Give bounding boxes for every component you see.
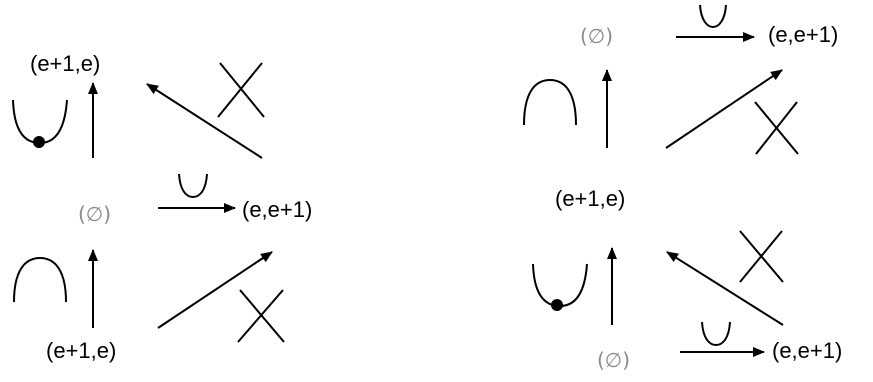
left-arrow-bottom-to-right bbox=[157, 251, 273, 329]
left-arrow-right-to-top bbox=[146, 83, 263, 159]
right-bottom-cross-icon bbox=[739, 230, 784, 283]
left-bottom-node-label: (e+1,e) bbox=[46, 338, 116, 363]
right-arrow-center-to-top-right bbox=[665, 69, 783, 149]
right-center-node-label: (e+1,e) bbox=[555, 186, 625, 211]
left-bottom-cross-icon bbox=[237, 289, 285, 343]
left-right-node-label: (e,e+1) bbox=[242, 197, 312, 222]
right-top-right-node-label: (e,e+1) bbox=[768, 22, 838, 47]
right-top-cup-icon bbox=[699, 4, 727, 29]
right-cup-dot-icon bbox=[551, 299, 563, 311]
right-dotted-cup-icon bbox=[532, 263, 588, 308]
left-top-cross-icon bbox=[217, 62, 265, 118]
left-cap-icon bbox=[13, 256, 67, 303]
left-diagram: (e+1,e) (∅) (e,e+1) (e+1,e) bbox=[12, 51, 312, 363]
right-cap-icon bbox=[523, 78, 577, 126]
right-arrow-bottom-right-to-center bbox=[666, 251, 784, 326]
right-bottom-empty-label: (∅) bbox=[597, 348, 630, 372]
left-middle-empty-label: (∅) bbox=[78, 202, 111, 226]
right-bottom-right-node-label: (e,e+1) bbox=[772, 338, 842, 363]
left-top-node-label: (e+1,e) bbox=[30, 51, 100, 76]
right-top-cross-icon bbox=[754, 101, 799, 155]
right-top-empty-label: (∅) bbox=[580, 24, 613, 48]
right-diagram: (∅) (e,e+1) (e+1,e) (∅) (e,e+1) bbox=[523, 4, 842, 372]
left-cup-dot-icon bbox=[33, 136, 45, 148]
right-bottom-cup-icon bbox=[701, 321, 731, 347]
left-cup-icon bbox=[178, 173, 208, 199]
